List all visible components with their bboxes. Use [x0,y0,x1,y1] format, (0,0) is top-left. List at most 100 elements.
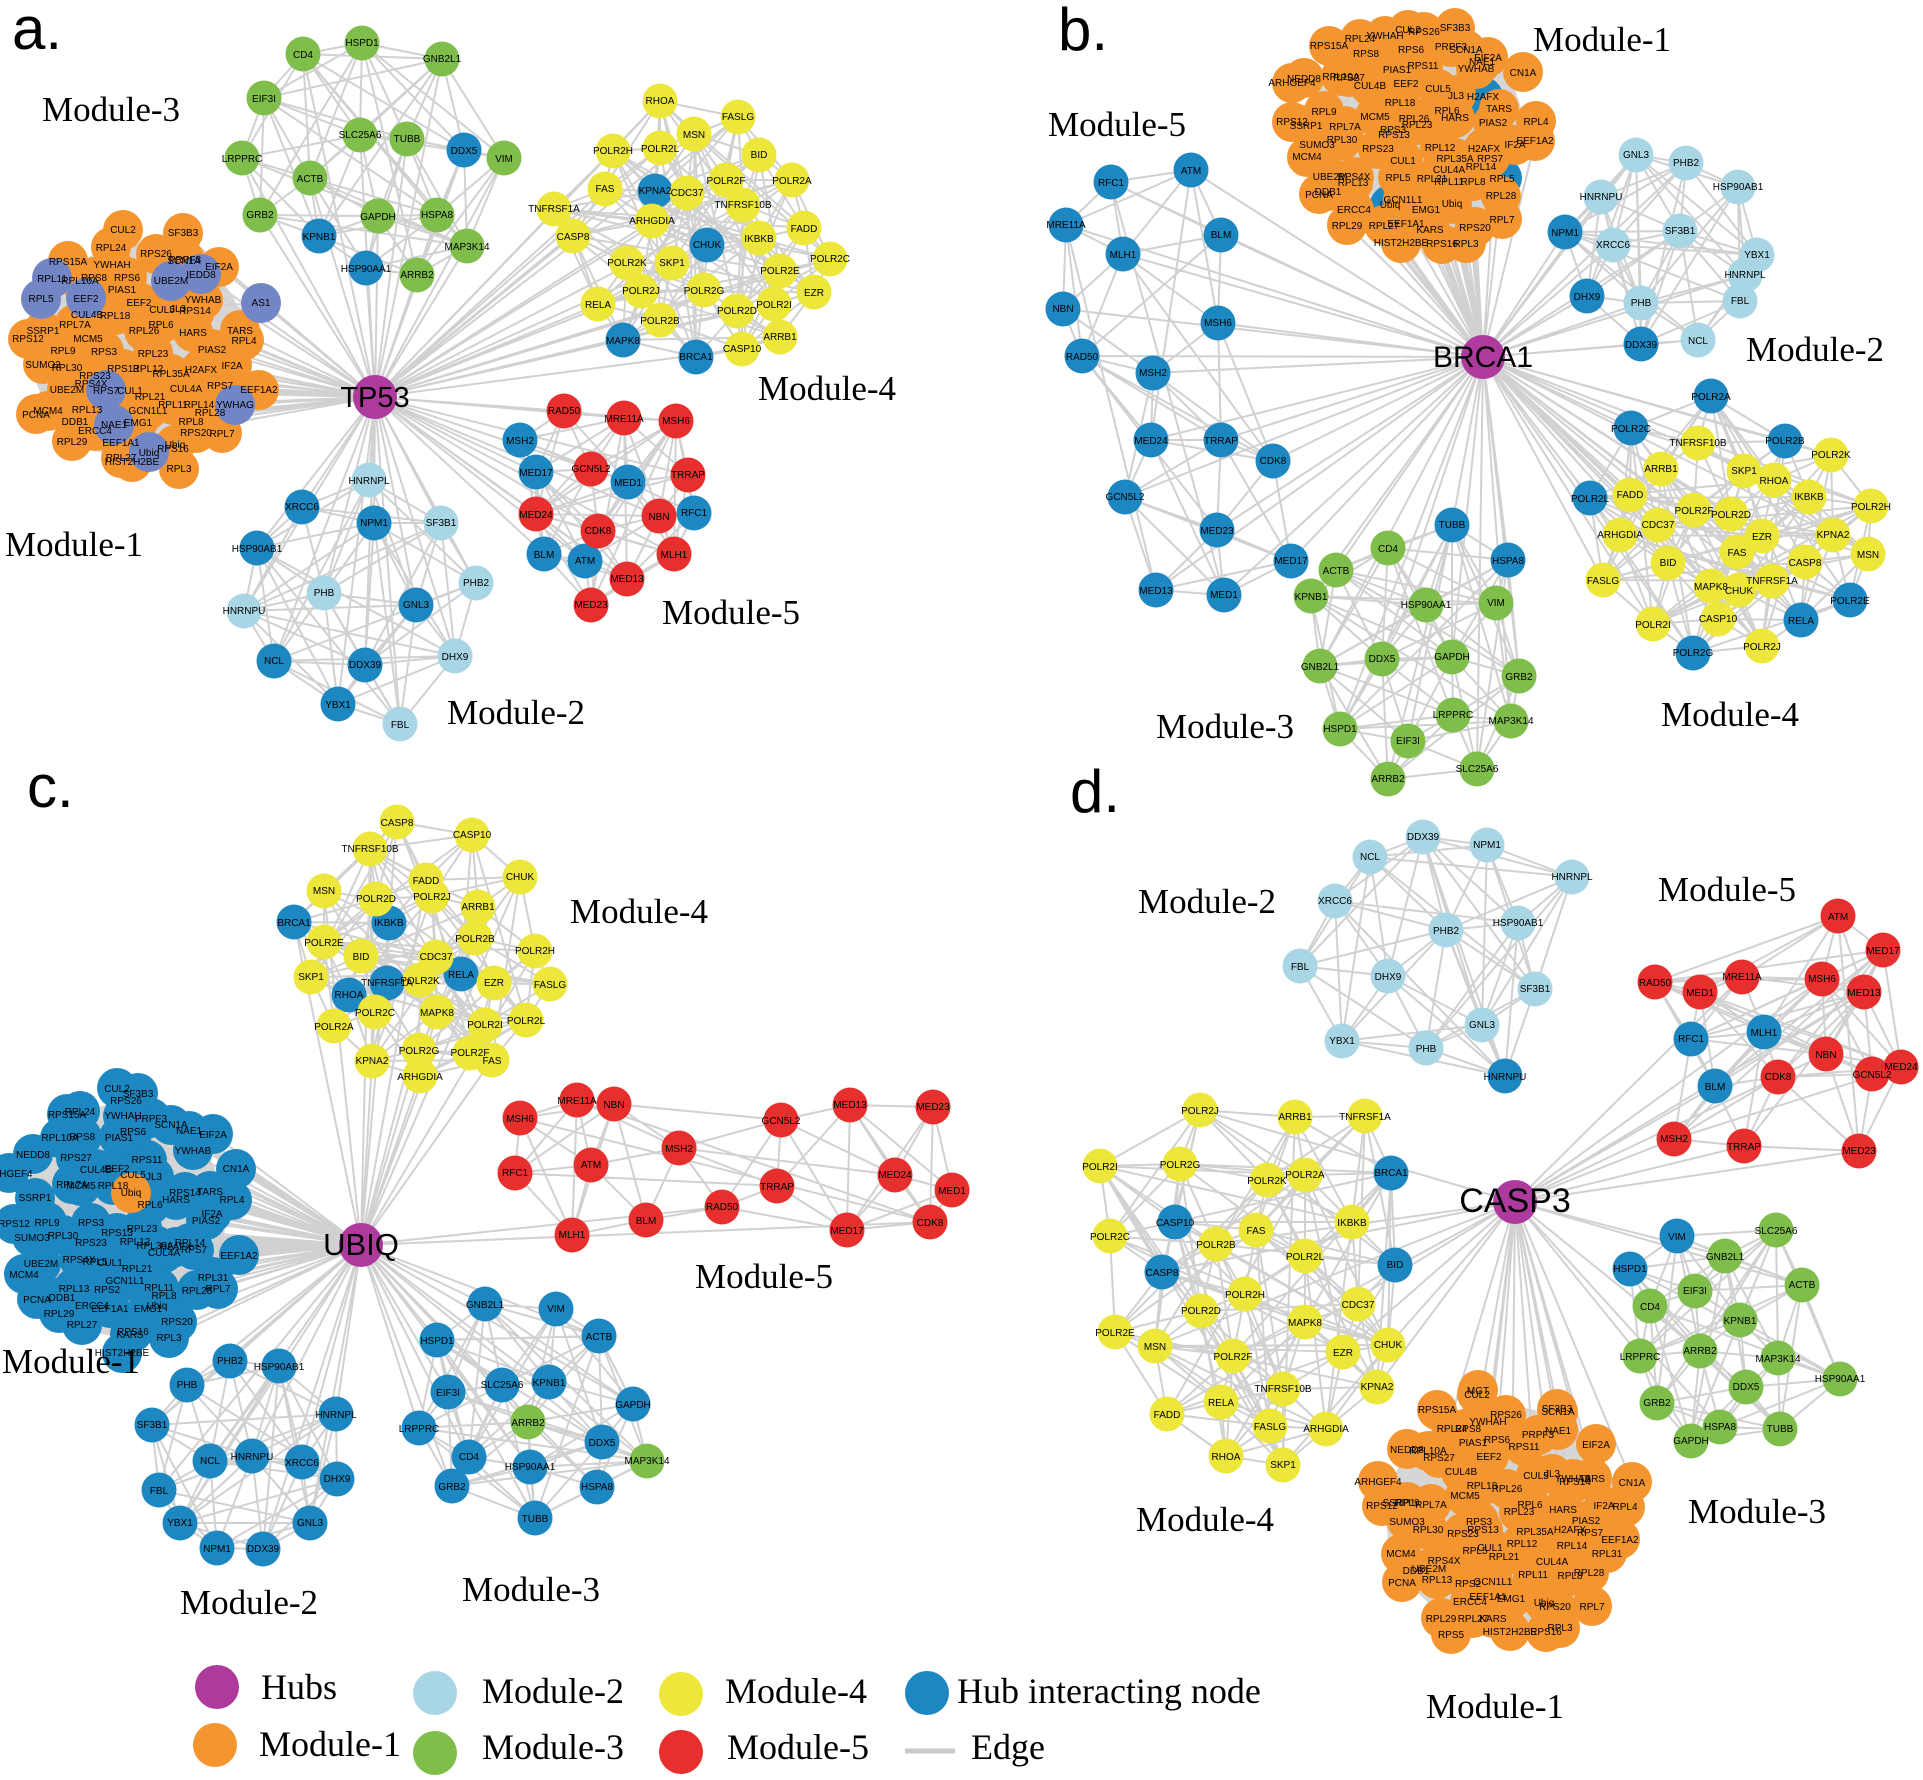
svg-text:SF3B1: SF3B1 [137,1420,168,1431]
svg-text:POLR2E: POLR2E [1095,1328,1135,1339]
svg-text:SF3B3: SF3B3 [1542,1404,1573,1415]
svg-text:POLR2F: POLR2F [451,1048,490,1059]
svg-text:POLR2C: POLR2C [1090,1232,1130,1243]
svg-text:TUBB: TUBB [1439,520,1466,531]
svg-text:Module-5: Module-5 [1658,870,1796,909]
svg-text:Module-3: Module-3 [1688,1492,1826,1531]
svg-text:KARS: KARS [116,1330,144,1341]
svg-text:HIST2H2BE: HIST2H2BE [95,1348,150,1359]
svg-text:HNRNPU: HNRNPU [1580,192,1623,203]
svg-text:PHB: PHB [177,1380,198,1391]
svg-text:Module-2: Module-2 [482,1671,624,1711]
svg-text:POLR2L: POLR2L [1571,494,1610,505]
svg-text:POLR2F: POLR2F [1675,506,1714,517]
svg-text:RPS2: RPS2 [94,1285,121,1296]
svg-text:PIAS2: PIAS2 [198,345,227,356]
svg-text:Ubiq: Ubiq [121,1188,142,1199]
svg-text:H2AFX: H2AFX [1467,92,1500,103]
svg-text:EEF2: EEF2 [126,298,151,309]
svg-text:HNRNPL: HNRNPL [348,476,390,487]
svg-text:RPS7: RPS7 [1477,154,1504,165]
svg-text:FASLG: FASLG [1254,1422,1286,1433]
svg-text:RPL14: RPL14 [175,1238,206,1249]
svg-text:RPS26: RPS26 [140,249,172,260]
svg-text:POLR2F: POLR2F [1214,1352,1253,1363]
svg-text:RPL24: RPL24 [65,1107,96,1118]
svg-text:RPS4X: RPS4X [1428,1556,1461,1567]
svg-text:MSH2: MSH2 [665,1144,693,1155]
svg-text:POLR2G: POLR2G [399,1046,440,1057]
svg-text:RPS7: RPS7 [207,381,234,392]
svg-text:Module-4: Module-4 [1136,1500,1274,1539]
svg-text:PIAS2: PIAS2 [1479,118,1508,129]
svg-text:SLC25A6: SLC25A6 [481,1380,524,1391]
svg-text:GCN1L1: GCN1L1 [1474,1577,1513,1588]
svg-text:CASP10: CASP10 [453,830,492,841]
svg-text:EEF1A2: EEF1A2 [1601,1535,1639,1546]
svg-text:CUL1: CUL1 [1477,1543,1503,1554]
svg-text:EEF1A2: EEF1A2 [1516,136,1554,147]
svg-text:NCL: NCL [200,1456,220,1467]
svg-text:GAPDH: GAPDH [615,1400,651,1411]
svg-text:RPL5: RPL5 [28,294,53,305]
svg-text:MRE11A: MRE11A [604,414,644,425]
svg-text:RPS7: RPS7 [1577,1528,1604,1539]
svg-text:NBN: NBN [1052,304,1073,315]
svg-text:RPL7A: RPL7A [1415,1500,1447,1511]
svg-text:RPS16: RPS16 [117,1327,149,1338]
svg-text:HNRNPL: HNRNPL [315,1410,357,1421]
svg-text:POLR2H: POLR2H [515,946,555,957]
svg-text:GNB2L1: GNB2L1 [1706,1252,1745,1263]
svg-text:PHB: PHB [1416,1044,1437,1055]
svg-text:POLR2D: POLR2D [356,894,396,905]
svg-text:IEDD8: IEDD8 [186,270,216,281]
svg-text:RPL9: RPL9 [50,346,75,357]
svg-text:CUL5: CUL5 [120,1170,146,1181]
svg-text:FAS: FAS [596,184,615,195]
svg-text:CDC37: CDC37 [420,952,453,963]
svg-text:RPS8: RPS8 [1455,1424,1482,1435]
svg-text:RPL8: RPL8 [178,417,203,428]
svg-text:RPS26: RPS26 [110,1096,142,1107]
svg-text:H2AFX: H2AFX [1554,1525,1587,1536]
svg-text:RPL14: RPL14 [184,400,215,411]
svg-text:POLR2E: POLR2E [304,938,344,949]
svg-text:KPNA2: KPNA2 [1361,1382,1394,1393]
svg-text:PIAS1: PIAS1 [1459,1438,1488,1449]
svg-text:MCM4: MCM4 [1386,1549,1416,1560]
svg-text:PRPF3: PRPF3 [135,1114,168,1125]
svg-text:CHUK: CHUK [693,240,722,251]
svg-text:YBX1: YBX1 [1744,250,1770,261]
svg-text:PCNA: PCNA [22,410,50,421]
svg-text:DDB1: DDB1 [62,417,89,428]
svg-text:TNFRSF10B: TNFRSF10B [1669,438,1727,449]
svg-text:RPL13: RPL13 [59,1284,90,1295]
svg-text:MCM4: MCM4 [33,406,63,417]
svg-text:MSN: MSN [683,130,705,141]
svg-text:POLR2I: POLR2I [1635,620,1671,631]
svg-text:SKP1: SKP1 [659,258,685,269]
svg-text:BLM: BLM [1211,230,1232,241]
svg-text:RPL24: RPL24 [1345,34,1376,45]
svg-text:CASP8: CASP8 [381,818,414,829]
svg-text:POLR2B: POLR2B [640,316,680,327]
svg-text:PIAS1: PIAS1 [1383,65,1412,76]
svg-text:ARRB2: ARRB2 [1371,774,1405,785]
svg-text:POLR2A: POLR2A [772,176,812,187]
svg-text:EIF2A: EIF2A [1474,53,1502,64]
svg-text:RPL6: RPL6 [1434,106,1459,117]
svg-text:RPL29: RPL29 [1332,221,1363,232]
svg-text:VIM: VIM [495,154,513,165]
svg-text:MAP3K14: MAP3K14 [624,1456,669,1467]
svg-text:EIF3I: EIF3I [252,94,276,105]
svg-text:FAS: FAS [1728,548,1747,559]
svg-text:MSH6: MSH6 [662,416,690,427]
svg-text:FASLG: FASLG [534,980,566,991]
svg-text:HSPA8: HSPA8 [1704,1422,1736,1433]
svg-text:POLR2C: POLR2C [810,254,850,265]
svg-text:POLR2L: POLR2L [641,144,680,155]
svg-text:RPL9: RPL9 [34,1218,59,1229]
svg-text:RAD50: RAD50 [706,1202,739,1213]
svg-text:POLR2C: POLR2C [355,1008,395,1019]
svg-text:POLR2A: POLR2A [314,1022,354,1033]
